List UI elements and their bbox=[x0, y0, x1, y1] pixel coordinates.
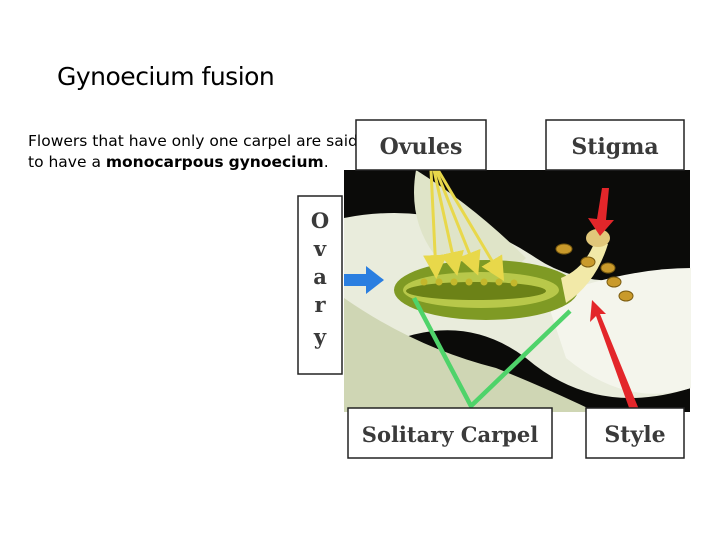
term-gynoecium: gynoecium bbox=[228, 153, 324, 171]
slide-title: Gynoecium fusion bbox=[57, 62, 275, 91]
svg-text:O: O bbox=[311, 208, 329, 233]
stigma-arrow bbox=[588, 188, 614, 236]
svg-text:y: y bbox=[313, 324, 327, 349]
svg-text:r: r bbox=[314, 292, 326, 317]
stigma-label: Stigma bbox=[545, 119, 685, 171]
body-text: Flowers that have only one carpel are sa… bbox=[28, 131, 358, 173]
svg-text:Style: Style bbox=[604, 422, 665, 448]
svg-text:Stigma: Stigma bbox=[571, 134, 658, 160]
ovary-label: O v a r y bbox=[297, 195, 343, 375]
body-text-part-1: Flowers that have only one carpel are sa… bbox=[28, 132, 358, 171]
ovary-arrow bbox=[344, 266, 384, 294]
svg-text:a: a bbox=[313, 264, 327, 289]
flower-diagram: Ovules Stigma O v a r y Solitary Carpel … bbox=[296, 118, 696, 464]
term-monocarpous: monocarpous bbox=[105, 153, 224, 171]
svg-text:Ovules: Ovules bbox=[380, 134, 463, 160]
solitary-carpel-arrows bbox=[412, 296, 572, 410]
svg-text:v: v bbox=[313, 236, 327, 261]
svg-text:Solitary Carpel: Solitary Carpel bbox=[362, 422, 538, 447]
flower-photo bbox=[344, 170, 691, 412]
ovules-arrows bbox=[423, 169, 505, 282]
style-label: Style bbox=[585, 407, 685, 459]
solitary-carpel-label: Solitary Carpel bbox=[347, 407, 553, 459]
ovules-label: Ovules bbox=[355, 119, 487, 171]
body-text-part-3: . bbox=[323, 153, 329, 171]
style-arrow bbox=[590, 300, 640, 416]
